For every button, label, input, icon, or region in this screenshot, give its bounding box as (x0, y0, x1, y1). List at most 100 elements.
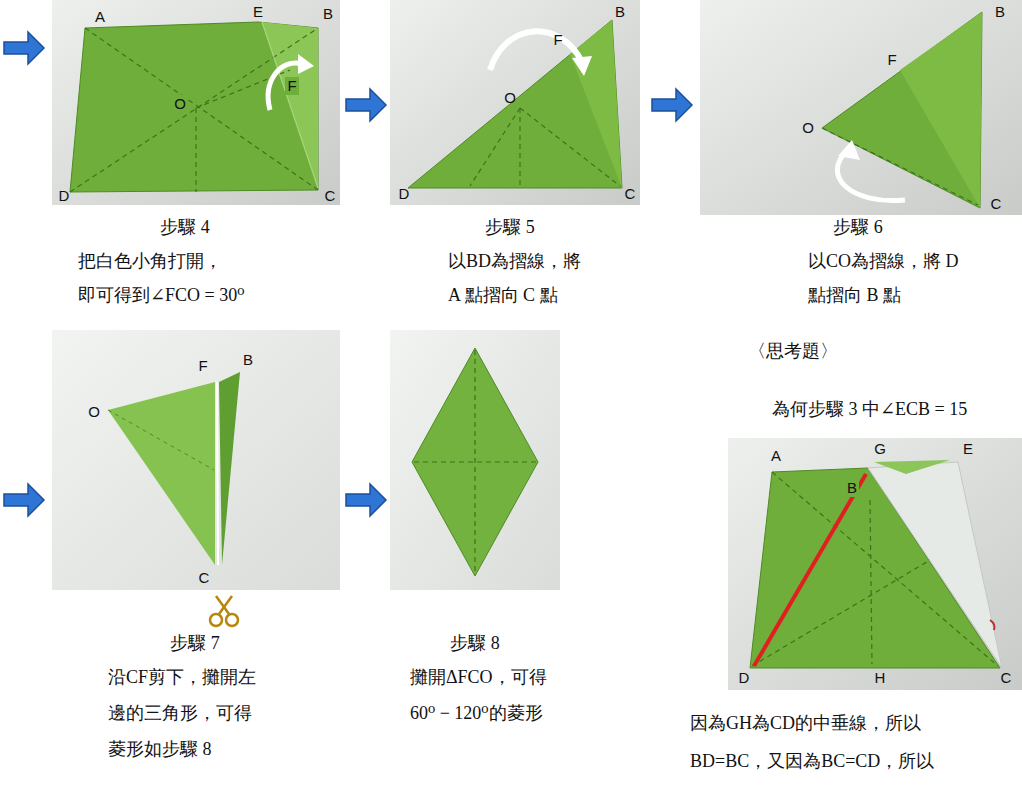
scissors-handle (226, 614, 238, 626)
fold-arrow (268, 63, 302, 110)
step-title: 步驟 5 (485, 217, 535, 239)
step7-photo (52, 330, 340, 590)
point-label: G (872, 440, 888, 458)
fold-edge (262, 22, 318, 188)
point-label: E (251, 3, 265, 21)
point-label: F (551, 31, 564, 49)
step-arrow (4, 484, 44, 516)
step-caption: 以BD為摺線，將 (448, 251, 581, 273)
rhombus (412, 348, 538, 576)
photo-ground (728, 438, 1022, 690)
point-label: B (613, 3, 627, 21)
paper-strip (219, 372, 240, 565)
crease-line (85, 28, 318, 190)
step-caption: 把白色小角打開， (78, 251, 222, 273)
photo-ground (52, 330, 340, 590)
point-label: O (800, 119, 816, 137)
scissors-blade (219, 596, 232, 614)
question-heading: 〈思考題〉 (748, 341, 838, 363)
scissors-blade (216, 596, 229, 614)
paper (70, 22, 318, 192)
crease-line (414, 461, 536, 462)
point-label: B (241, 351, 255, 369)
question-photo (728, 438, 1022, 690)
paper-layer (570, 20, 622, 188)
step-caption: 攤開ΔFCO，可得 (410, 667, 547, 689)
fold-arrow-head (838, 140, 860, 160)
point-label: H (873, 669, 888, 687)
point-label: C (323, 187, 338, 205)
point-label: F (196, 357, 209, 375)
photo-ground (390, 0, 640, 205)
photo-ground (390, 330, 560, 590)
step-arrow (346, 89, 386, 121)
step-caption: 60⁰ − 120⁰的菱形 (410, 703, 543, 725)
crease-line (520, 108, 620, 186)
photo-ground (52, 0, 340, 205)
photo-ground (700, 0, 1022, 215)
step4-photo (52, 0, 340, 205)
point-label: B (321, 5, 335, 23)
step6-photo (700, 0, 1022, 215)
point-label: A (93, 8, 107, 26)
step8-photo (390, 330, 560, 590)
crease-line (822, 128, 978, 205)
step-caption: 點摺向 B 點 (808, 285, 901, 307)
paper-flap (868, 462, 1002, 668)
step-arrow (652, 89, 692, 121)
point-label: D (737, 669, 752, 687)
scissors-icon (210, 596, 238, 626)
step5-photo (390, 0, 640, 205)
fold-arrow-head (298, 54, 314, 74)
answer-text: 因為GH為CD的中垂線，所以 (690, 713, 921, 735)
point-label: D (57, 187, 72, 205)
crease-line (474, 350, 475, 574)
crease-line (70, 28, 318, 192)
scissors-handle (210, 614, 222, 626)
step-caption: 邊的三角形，可得 (108, 703, 252, 725)
paper (408, 20, 622, 188)
point-label: C (989, 195, 1004, 213)
answer-text: BD=BC，又因為BC=CD，所以 (690, 751, 934, 773)
step-title: 步驟 7 (170, 633, 220, 655)
step-title: 步驟 4 (160, 217, 210, 239)
paper-triangle (108, 382, 215, 565)
cut-line (217, 382, 218, 565)
point-label: D (397, 185, 412, 203)
point-label: E (961, 440, 975, 458)
point-label: O (86, 403, 102, 421)
step-arrow (346, 484, 386, 516)
crease-line (470, 108, 520, 186)
point-label: A (769, 447, 783, 465)
crease-line (772, 472, 998, 666)
step-caption: 菱形如步驟 8 (108, 739, 212, 761)
point-label: B (845, 479, 859, 497)
step-arrow (4, 32, 44, 64)
crease-line (870, 500, 872, 664)
crease-line (108, 410, 214, 470)
fold-arrow-head (572, 56, 592, 76)
step-caption: 沿CF剪下，攤開左 (108, 667, 256, 689)
highlight-line (754, 474, 866, 666)
point-label: C (999, 669, 1014, 687)
point-label: F (285, 77, 298, 95)
point-label: O (172, 95, 188, 113)
point-label: O (502, 89, 518, 107)
point-label: C (623, 185, 638, 203)
paper-tip (874, 460, 950, 474)
point-label: F (885, 51, 898, 69)
crease-line (752, 560, 930, 666)
paper (822, 12, 982, 208)
crease-line (195, 108, 196, 192)
step-caption: A 點摺向 C 點 (448, 285, 558, 307)
step-title: 步驟 8 (450, 633, 500, 655)
step-caption: 以CO為摺線，將 D (808, 251, 959, 273)
point-label: B (993, 3, 1007, 21)
paper-layer (900, 12, 982, 208)
angle-mark (990, 620, 995, 630)
fold-arrow (490, 31, 582, 70)
point-label: C (197, 569, 212, 587)
crease-line (519, 108, 520, 186)
question-text: 為何步驟 3 中∠ECB = 15 (772, 399, 967, 421)
